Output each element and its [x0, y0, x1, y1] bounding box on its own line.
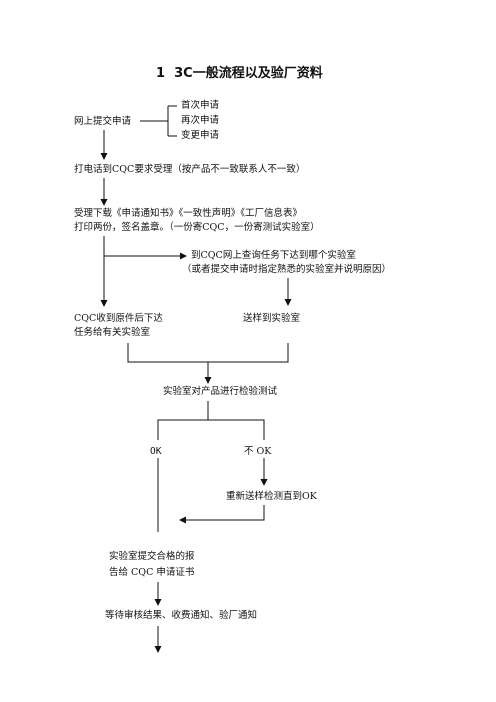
- step-wait: 等待审核结果、收费通知、验厂通知: [105, 610, 258, 621]
- result-not-ok: 不 OK: [244, 446, 272, 457]
- step-call-cqc: 打电话到CQC要求受理（按产品不一致联系人不一致）: [74, 164, 306, 175]
- apply-options-bracket: [140, 105, 177, 137]
- step-query-line1: 到CQC网上查询任务下达到哪个实验室: [191, 250, 356, 261]
- split-bracket: [157, 401, 265, 440]
- apply-label: 网上提交申请: [74, 116, 132, 127]
- step-send-sample: 送样到实验室: [243, 313, 301, 324]
- title-number: 1: [156, 66, 166, 81]
- step-resend: 重新送样检测直到OK: [226, 491, 317, 502]
- step-report-line1: 实验室提交合格的报: [109, 551, 195, 562]
- apply-option-change: 变更申请: [181, 130, 220, 141]
- join-bracket: [127, 343, 289, 363]
- step-cqc-receive-line2: 任务给有关实验室: [74, 327, 151, 338]
- apply-option-first: 首次申请: [181, 100, 220, 111]
- step-cqc-receive-line1: CQC收到原件后下达: [74, 313, 163, 324]
- apply-option-again: 再次申请: [181, 115, 220, 126]
- result-ok: OK: [150, 446, 162, 457]
- step-download-line2: 打印两份，签名盖章。（一份寄CQC，一份寄测试实验室）: [74, 222, 320, 233]
- resend-return-line: [179, 505, 265, 524]
- title-text: 3C一般流程以及验厂资料: [174, 66, 323, 81]
- step-query-line2: （或者提交申请时指定熟悉的实验室并说明原因）: [182, 264, 392, 275]
- page-title: 1 3C一般流程以及验厂资料: [156, 66, 323, 82]
- step-lab-test: 实验室对产品进行检验测试: [163, 386, 278, 397]
- step-report-line2: 告给 CQC 申请证书: [109, 567, 195, 578]
- step-download-line1: 受理下载《申请通知书》《一致性声明》《工厂信息表》: [74, 208, 303, 219]
